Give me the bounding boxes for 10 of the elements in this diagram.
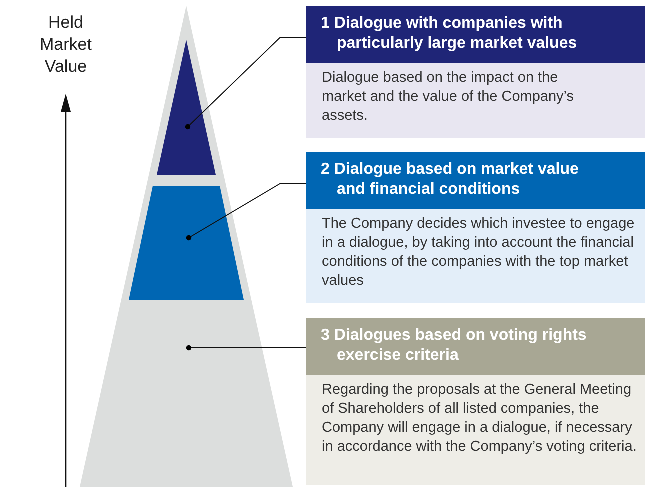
card-body-text: Dialogue based on the impact on the market and the value of the Company’s assets. (306, 63, 645, 138)
card-heading: 2 Dialogue based on market value and financial conditions (306, 152, 645, 209)
leader-line (185, 38, 306, 130)
leader-line (186, 184, 306, 241)
card-body-text: The Company decides which investee to engage in a dialogue, by taking into account the financial conditions of the companies with the top market values (306, 209, 645, 303)
axis-label: Held Market Value (39, 12, 93, 78)
card-body-text: Regarding the proposals at the General Meeting of Shareholders of all listed companies, the Company will engage in a dialogue, if necessary in accordance with the Company’s voting criteria. (306, 375, 645, 485)
card-heading: 1 Dialogue with companies with particularly large market values (306, 6, 645, 63)
leader-line (186, 345, 306, 351)
card-heading: 3 Dialogues based on voting rights exercise criteria (306, 318, 645, 375)
